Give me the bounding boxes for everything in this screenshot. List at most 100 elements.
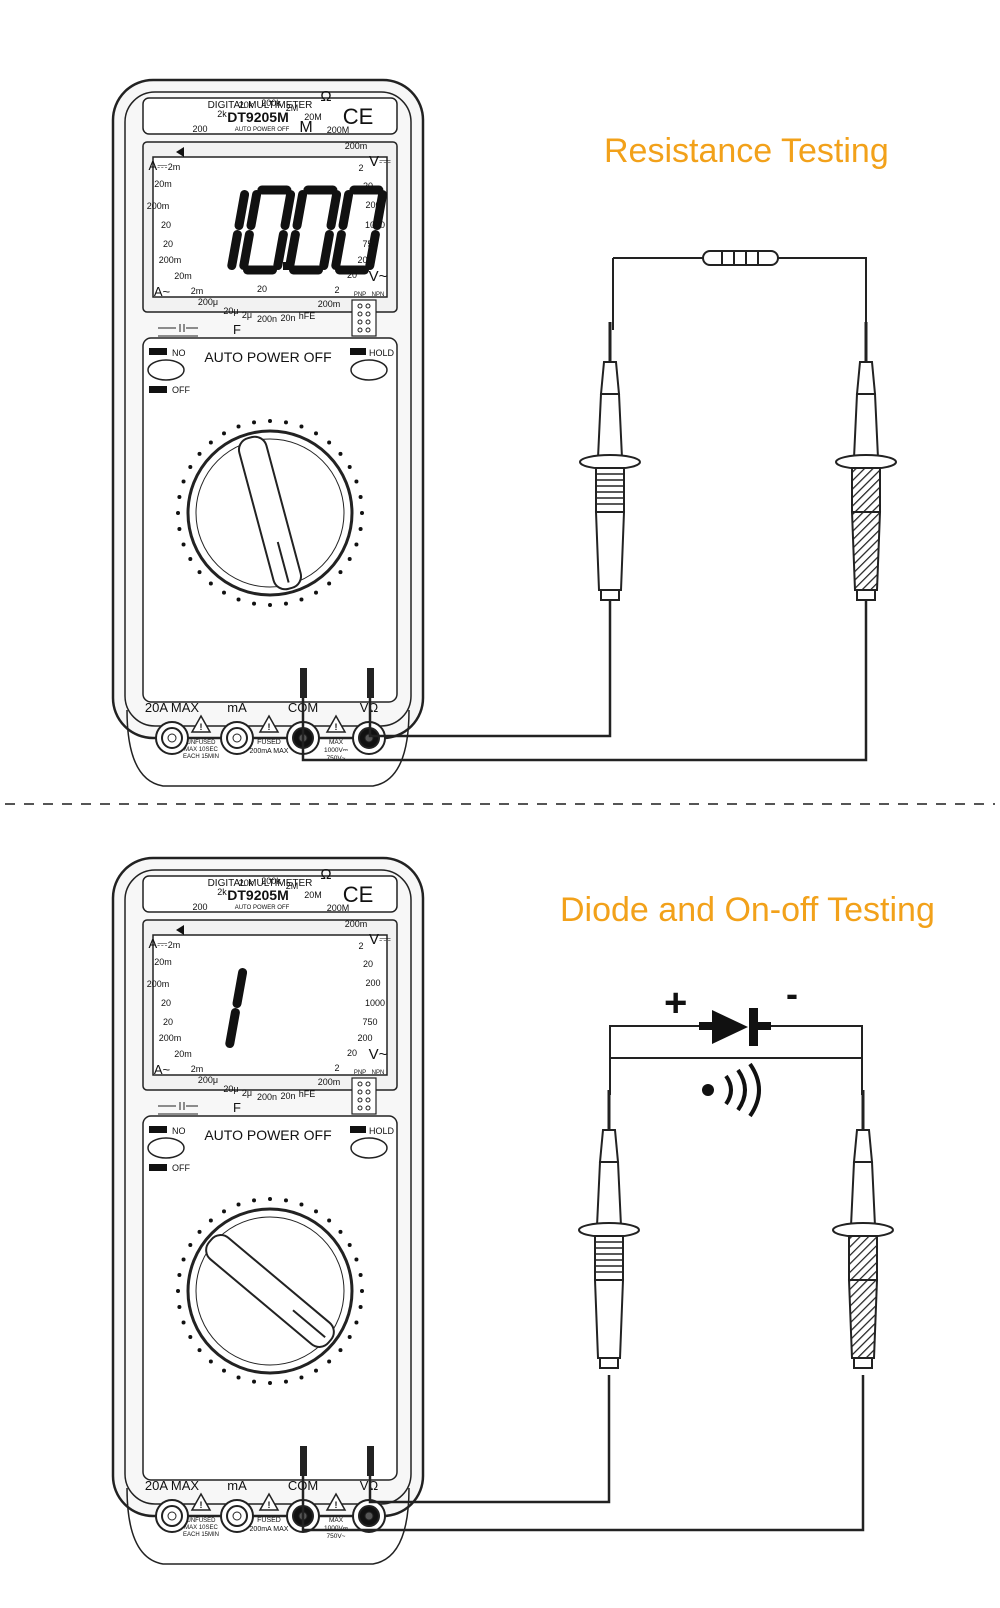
- dial-position-dot: [358, 495, 363, 500]
- dial-position-dot: [222, 1209, 226, 1214]
- dial-position-dot: [283, 420, 288, 425]
- dial-range-label: 20: [363, 181, 373, 191]
- dial-range-label: 20: [363, 959, 373, 969]
- dial-range-label: 1000: [365, 998, 385, 1008]
- dial-position-dot: [236, 1202, 241, 1207]
- meter-header-plate: [142, 875, 398, 913]
- dial-position-dot: [358, 1304, 363, 1309]
- dial-position-dot: [181, 1320, 186, 1325]
- dial-range-label: 20m: [154, 957, 172, 967]
- dial-range-label: 200: [357, 1033, 372, 1043]
- max-voltage-note: 750V~: [327, 755, 346, 762]
- probe-grip-hatched: [851, 467, 881, 513]
- hfe-socket-pin: [357, 303, 363, 309]
- warning-mark: !: [268, 722, 271, 732]
- max-voltage-note: 1000V⎓: [324, 1525, 348, 1532]
- tagline: AUTO POWER OFF: [235, 905, 290, 911]
- max-voltage-note: 750V~: [327, 1533, 346, 1540]
- dial-range-label: 750: [362, 239, 377, 249]
- dial-position-dot: [327, 1359, 332, 1364]
- probe-finger-guard: [835, 454, 897, 470]
- test-leads-2: [300, 1375, 865, 1532]
- fused-note: 200mA MAX: [250, 1526, 289, 1533]
- dial-range-label: 200: [365, 978, 380, 988]
- probe-red-1: [579, 322, 641, 601]
- max-voltage-note: MAX: [329, 1517, 344, 1524]
- hold-label: HOLD: [369, 1126, 395, 1136]
- dial-position-dot: [283, 1198, 288, 1203]
- dial-range-label: 200: [365, 200, 380, 210]
- capacitor-icon: [158, 1102, 198, 1115]
- dial-position-dot: [283, 601, 288, 606]
- tagline: AUTO POWER OFF: [235, 127, 290, 133]
- dial-range-label: A⎓: [148, 158, 167, 173]
- max-voltage-note: MAX: [329, 739, 344, 746]
- ce-mark: CE: [343, 882, 374, 907]
- hfe-socket-pin: [357, 1081, 363, 1087]
- probe-end-cap: [600, 589, 620, 601]
- probe-end-cap: [856, 589, 876, 601]
- probe-handle: [594, 511, 626, 591]
- warning-icon: [325, 1492, 347, 1511]
- dial-range-label: 20μ: [223, 306, 238, 316]
- diode-plus-label: +: [664, 981, 687, 1025]
- dial-position-dot: [283, 1379, 288, 1384]
- diode-circuit: + -: [609, 973, 863, 1118]
- dial-position-dot: [338, 1229, 343, 1234]
- dial-range-label: 1000: [365, 220, 385, 230]
- dial-range-label: 200k: [261, 98, 281, 108]
- off-label: OFF: [172, 385, 190, 395]
- dial-range-label: Ω: [320, 88, 331, 105]
- lcd-segment: [338, 190, 354, 230]
- dial-position-dot: [252, 601, 257, 606]
- dial-position-dot: [360, 511, 364, 515]
- dial-position-dot: [347, 1335, 352, 1339]
- jack-20a-label: 20A MAX: [145, 700, 200, 715]
- range-indicator: 20: [257, 284, 267, 294]
- dial-position-dot: [188, 1243, 193, 1247]
- dial-position-dot: [268, 1381, 272, 1385]
- dial-position-dot: [208, 581, 213, 586]
- off-label: OFF: [172, 1163, 190, 1173]
- fused-note: FUSED: [257, 1517, 281, 1524]
- unfused-note: UNFUSED: [186, 1518, 216, 1524]
- hfe-socket: [351, 299, 377, 337]
- dial-position-dot: [197, 1229, 202, 1234]
- dial-range-label: 200m: [159, 1033, 182, 1043]
- dial-diode-icon: [176, 925, 184, 935]
- dial-position-dot: [268, 603, 272, 607]
- jack-ma-pin: [232, 733, 242, 743]
- dial-range-label: 20m: [174, 1049, 192, 1059]
- dial-range-label: 20: [161, 220, 171, 230]
- probe-nose: [852, 1129, 874, 1163]
- hfe-socket-pin: [365, 303, 371, 309]
- hfe-socket-pin: [365, 319, 371, 325]
- resistor-icon: [702, 250, 779, 266]
- dial-range-label: Ω: [320, 866, 331, 883]
- unfused-note: EACH 15MIN: [183, 1532, 219, 1538]
- dial-range-label: 20: [347, 270, 357, 280]
- dial-position-dot: [268, 419, 272, 423]
- dial-position-dot: [197, 451, 202, 456]
- dial-position-dot: [314, 431, 318, 436]
- meter-case-bottom: [126, 1487, 410, 1565]
- dial-position-dot: [347, 1243, 352, 1247]
- dial-range-label: 200m: [147, 979, 170, 989]
- dial-position-dot: [236, 1375, 241, 1380]
- probe-finger-guard: [832, 1222, 894, 1238]
- dial-range-label: 20m: [154, 179, 172, 189]
- jack-ma-pin: [232, 1511, 242, 1521]
- dial-range-label: V⎓: [369, 153, 391, 170]
- dial-range-label: 200m: [318, 1077, 341, 1087]
- warning-mark: !: [335, 1500, 338, 1510]
- lcd-segment: [234, 190, 250, 230]
- dial-range-label: 2k: [217, 109, 227, 119]
- dial-position-dot: [327, 440, 332, 445]
- no-label: NO: [172, 348, 186, 358]
- dial-range-label: A~: [154, 284, 171, 299]
- dial-range-label: 20M: [304, 890, 322, 900]
- dial-position-dot: [268, 1197, 272, 1201]
- dial-range-label: 200m: [159, 255, 182, 265]
